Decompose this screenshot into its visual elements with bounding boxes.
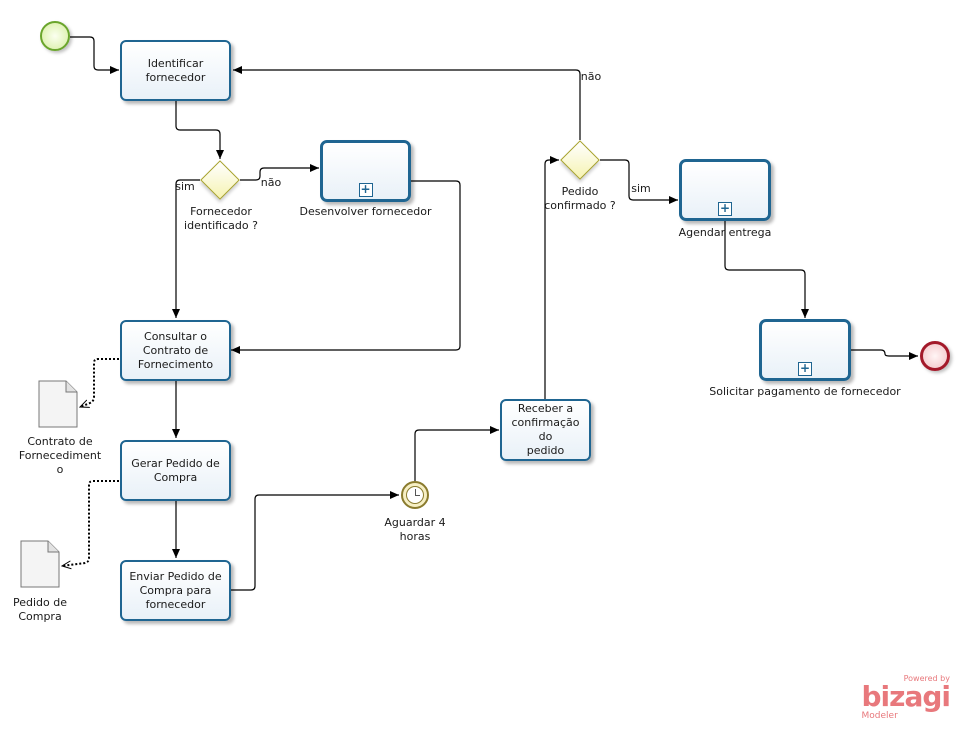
expand-icon[interactable]: +: [358, 182, 373, 197]
flow-start-to-identificar: [70, 36, 119, 74]
bizagi-wordmark: bizagi: [861, 680, 951, 713]
association-consultar-to-contrato: [80, 358, 119, 408]
association-gerar-to-pedido: [62, 480, 119, 566]
document-icon[interactable]: [38, 380, 78, 428]
flow-timer-to-receber: [414, 426, 499, 481]
bizagi-logo: Powered by bizagi Modeler: [861, 674, 951, 721]
subprocess-agendar-entrega-label: Agendar entrega: [678, 226, 772, 239]
task-enviar-pedido[interactable]: Enviar Pedido de Compra para fornecedor: [120, 560, 231, 621]
flow-desenvolver-to-consultar: [231, 180, 461, 354]
modeler-text: Modeler: [861, 711, 898, 721]
start-event[interactable]: [40, 21, 70, 51]
task-consultar-contrato[interactable]: Consultar o Contrato de Fornecimento: [120, 320, 231, 381]
flow-agendar-to-solicitar: [724, 221, 809, 318]
subprocess-agendar-entrega[interactable]: +: [679, 159, 771, 221]
subprocess-solicitar-pagamento[interactable]: +: [759, 319, 851, 381]
artifact-contrato-label: Contrato de Fornecediment o: [18, 435, 102, 476]
powered-by-text: Powered by: [903, 674, 950, 683]
flow-solicitar-to-end: [851, 349, 918, 360]
flow-receber-to-gateway2: [544, 156, 559, 399]
end-event[interactable]: [920, 341, 950, 371]
expand-icon[interactable]: +: [718, 201, 732, 216]
flow-enviar-to-timer: [231, 491, 399, 591]
flow-label-nao: não: [260, 176, 282, 189]
artifact-pedido-label: Pedido de Compra: [12, 596, 67, 623]
flow-identificar-to-gateway: [175, 101, 224, 159]
subprocess-desenvolver-fornecedor[interactable]: +: [320, 140, 411, 202]
flow-gateway-nao-to-desenvolver: [240, 164, 319, 181]
flow-label-nao: não: [580, 70, 602, 83]
expand-icon[interactable]: +: [798, 361, 812, 376]
flow-label-sim: sim: [175, 180, 195, 193]
flow-label-sim: sim: [631, 182, 651, 195]
gateway-fornecedor-identificado-label: Fornecedor identificado ?: [184, 205, 258, 232]
gateway-pedido-confirmado-label: Pedido confirmado ?: [544, 185, 616, 212]
subprocess-solicitar-pagamento-label: Solicitar pagamento de fornecedor: [709, 385, 901, 398]
document-icon[interactable]: [20, 540, 60, 588]
timer-event-label: Aguardar 4 horas: [384, 516, 446, 543]
clock-icon: [406, 486, 424, 504]
flow-gateway2-nao-to-identificar: [233, 66, 581, 140]
subprocess-desenvolver-fornecedor-label: Desenvolver fornecedor: [299, 205, 432, 218]
task-gerar-pedido[interactable]: Gerar Pedido de Compra: [120, 440, 231, 501]
timer-event[interactable]: [401, 481, 429, 509]
flow-gateway2-sim-to-agendar: [600, 159, 678, 204]
flow-gateway-sim-to-consultar: [172, 179, 200, 318]
task-receber-confirmacao[interactable]: Receber a confirmação do pedido: [500, 399, 591, 461]
task-identificar-fornecedor[interactable]: Identificar fornecedor: [120, 40, 231, 101]
